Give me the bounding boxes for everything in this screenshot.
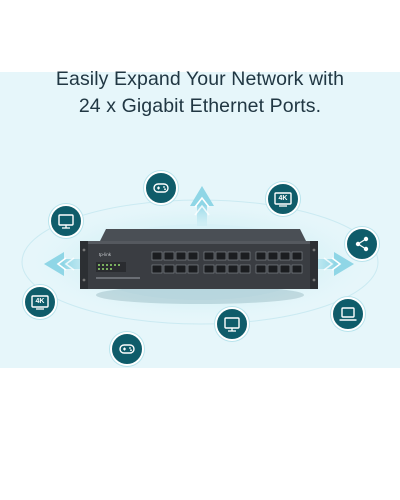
- gamepad-icon: [110, 332, 144, 366]
- switch-brand-label: tp-link: [99, 252, 112, 257]
- monitor-icon: [215, 307, 249, 341]
- headline-line-1: Easily Expand Your Network with: [55, 68, 345, 90]
- monitor-icon: [49, 204, 83, 238]
- headline-line-2: 24 x Gigabit Ethernet Ports.: [78, 95, 322, 117]
- laptop-icon: [331, 297, 365, 331]
- tv-4k-label: 4K: [35, 297, 45, 305]
- tv-4k-icon: 4K: [23, 285, 57, 319]
- switch-shadow: [96, 286, 304, 304]
- ethernet-ports: [151, 251, 303, 274]
- tv-4k-icon: 4K: [266, 182, 300, 216]
- tv-4k-label: 4K: [278, 194, 288, 202]
- arrow-right: [302, 252, 354, 276]
- gamepad-icon: [144, 171, 178, 205]
- arrow-up: [190, 186, 214, 226]
- share-icon: [345, 227, 379, 261]
- network-switch: tp-link: [80, 229, 318, 289]
